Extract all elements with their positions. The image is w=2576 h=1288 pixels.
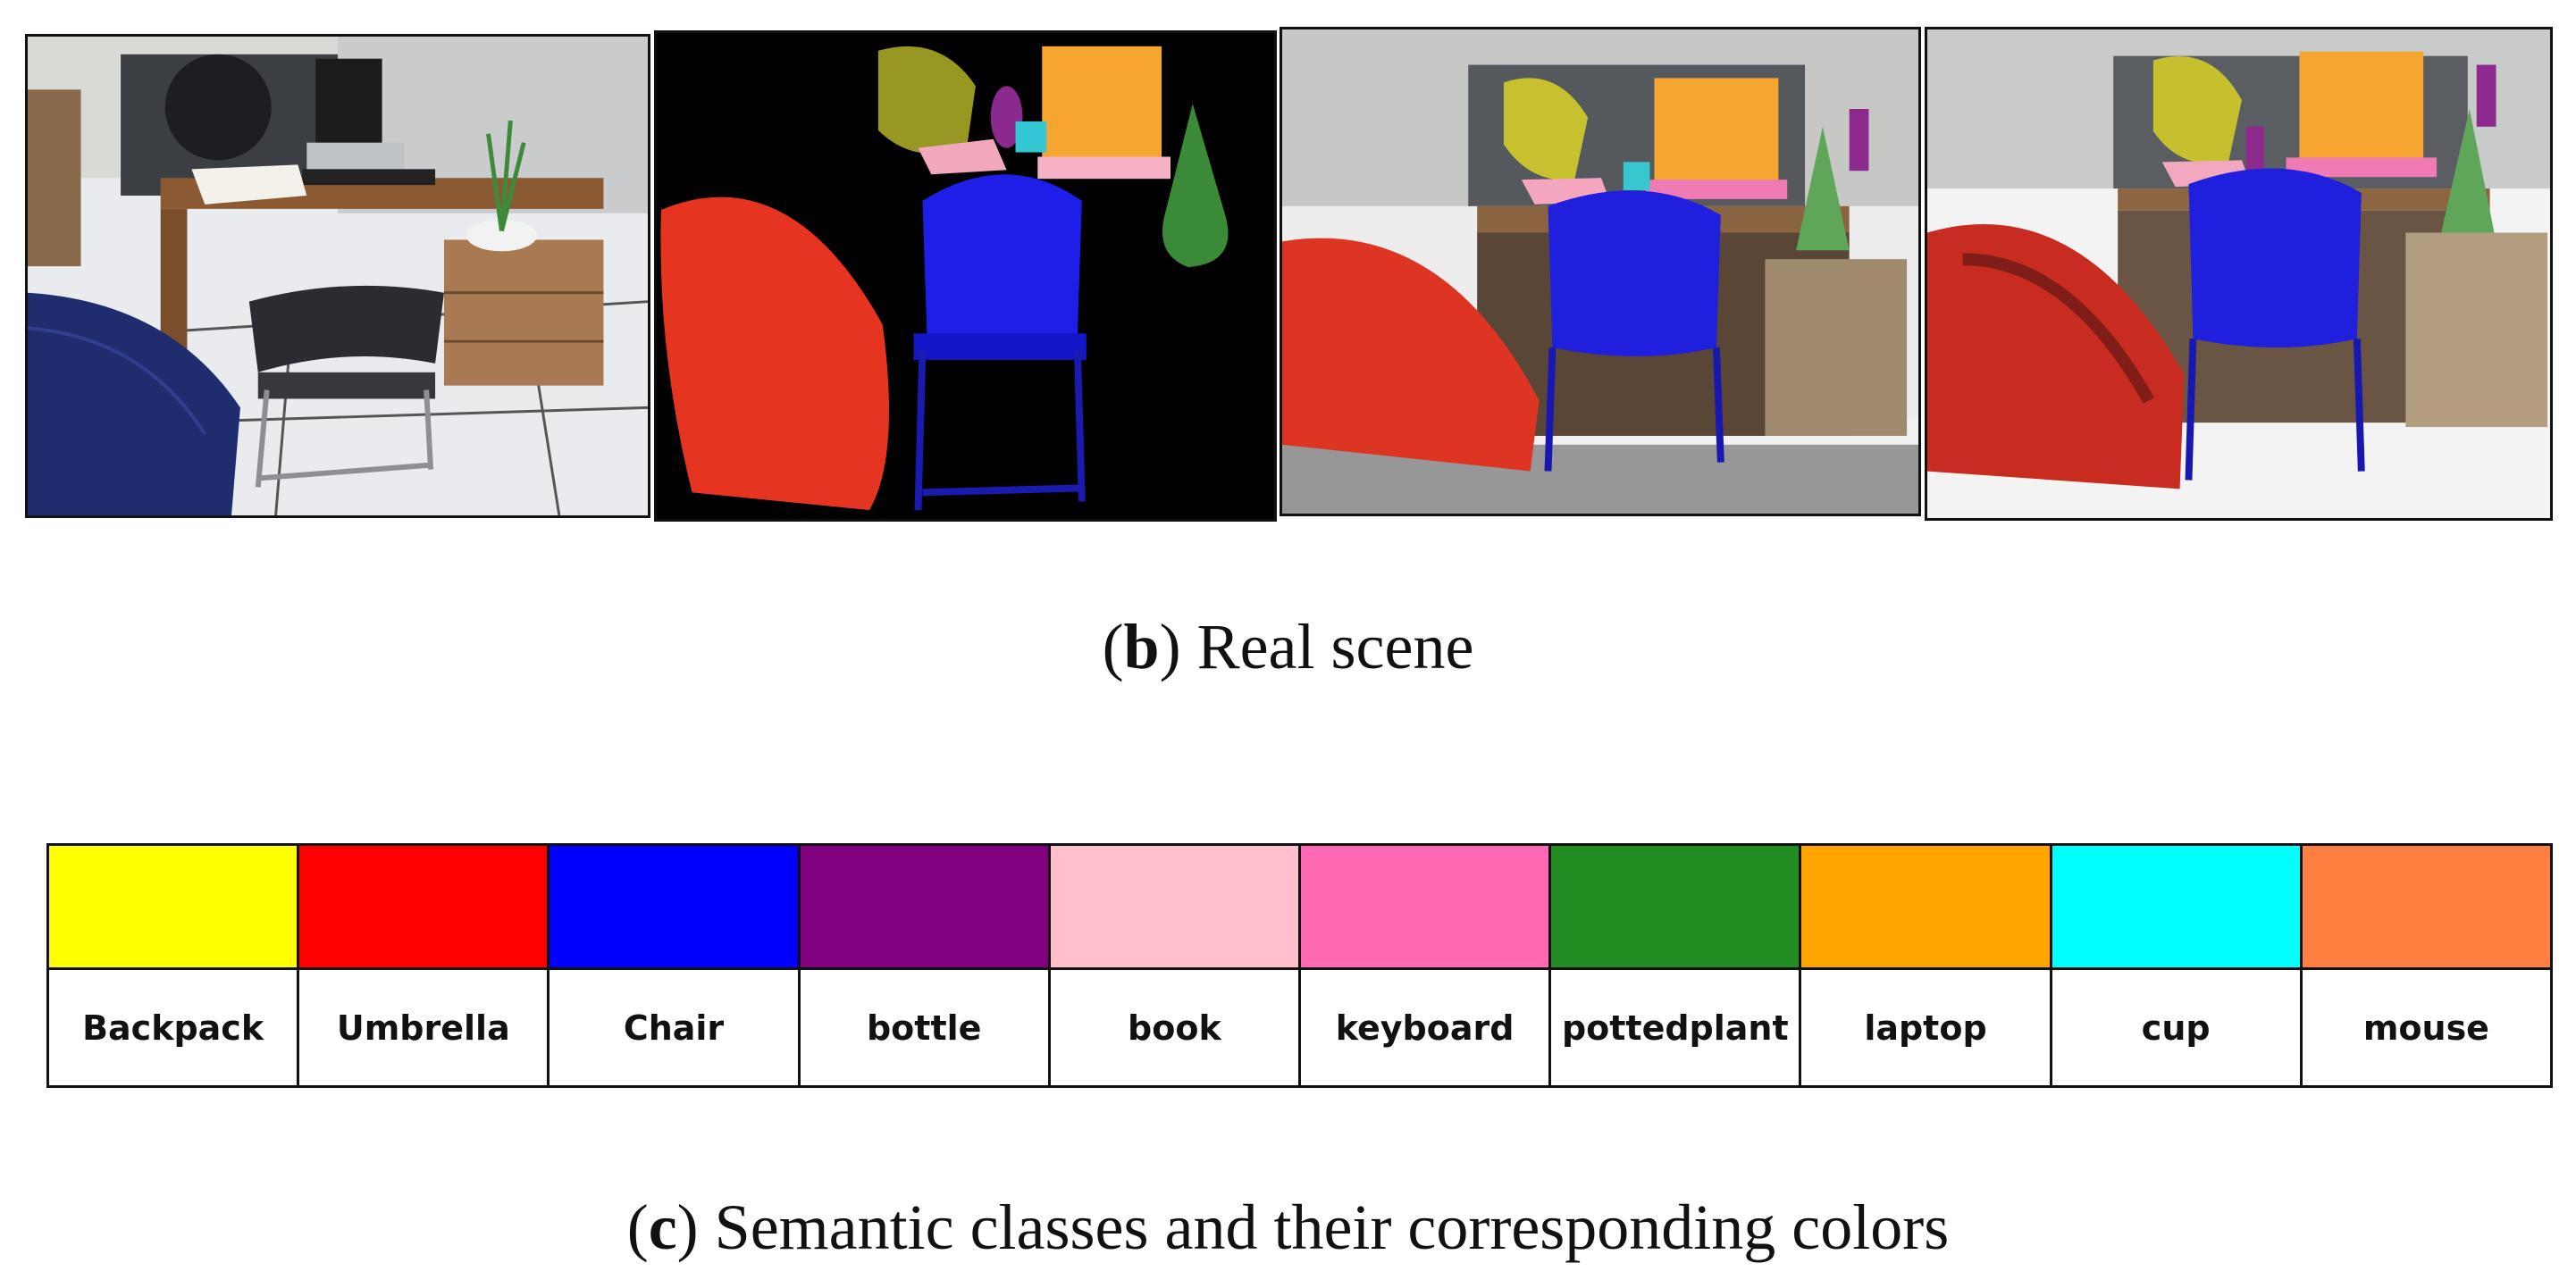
legend-swatch-cup bbox=[2052, 846, 2300, 967]
legend-label-chair: Chair bbox=[550, 970, 798, 1085]
legend-swatch-keyboard bbox=[1301, 846, 1549, 967]
semantic-segmentation-image bbox=[657, 33, 1274, 519]
caption-c-letter: c bbox=[648, 1192, 677, 1263]
rgb-photo bbox=[25, 34, 650, 518]
semantic-map-overlay-1 bbox=[1280, 27, 1921, 516]
semantic-map-overlay-2 bbox=[1925, 27, 2553, 521]
legend-label-keyboard: keyboard bbox=[1301, 970, 1549, 1085]
legend-swatch-backpack bbox=[49, 846, 298, 967]
legend-label-book: book bbox=[1050, 970, 1298, 1085]
caption-b-letter: b bbox=[1123, 611, 1160, 682]
legend-label-umbrella: Umbrella bbox=[299, 970, 548, 1085]
legend-label-backpack: Backpack bbox=[49, 970, 298, 1085]
legend-swatch-pottedplant bbox=[1551, 846, 1800, 967]
legend-swatch-mouse bbox=[2302, 846, 2550, 967]
legend-label-laptop: laptop bbox=[1801, 970, 2050, 1085]
legend-swatch-chair bbox=[550, 846, 798, 967]
legend-swatch-bottle bbox=[800, 846, 1048, 967]
semantic-map-image bbox=[1282, 29, 1918, 514]
legend-swatch-umbrella bbox=[299, 846, 548, 967]
caption-b-text: Real scene bbox=[1180, 611, 1474, 682]
caption-b: (b) Real scene bbox=[1102, 611, 1474, 682]
semantic-point-cloud bbox=[654, 30, 1277, 522]
legend-label-pottedplant: pottedplant bbox=[1551, 970, 1800, 1085]
caption-c: (c) Semantic classes and their correspon… bbox=[626, 1192, 1950, 1263]
legend-label-mouse: mouse bbox=[2302, 970, 2550, 1085]
legend-label-bottle: bottle bbox=[800, 970, 1048, 1085]
legend-swatch-book bbox=[1050, 846, 1298, 967]
office-photo bbox=[28, 37, 648, 515]
legend-label-cup: cup bbox=[2052, 970, 2300, 1085]
legend-swatch-laptop bbox=[1801, 846, 2050, 967]
semantic-map-image bbox=[1927, 29, 2550, 518]
caption-c-text: Semantic classes and their corresponding… bbox=[698, 1192, 1950, 1263]
